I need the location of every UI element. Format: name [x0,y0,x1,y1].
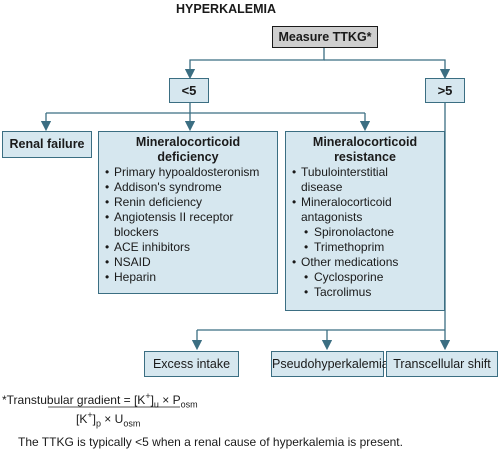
transcellular-shift-label: Transcellular shift [393,357,491,371]
list-subitem: Tacrolimus [290,285,440,300]
list-item-continuation: disease [301,180,343,194]
footnote-formula-numerator: *Transtubular gradient = [K+]u × Posm [2,391,198,409]
footnote-formula-denominator: [K+]p × Uosm [76,410,140,428]
list-subitem: Trimethoprim [290,240,440,255]
list-item-continuation: antagonists [301,210,363,224]
mineralocorticoid-resistance-box: Mineralocorticoid resistance Tubulointer… [285,131,445,311]
formula-times-u: × U [100,412,124,426]
list-item: Mineralocorticoid [290,195,440,210]
formula-u-sub: u [153,399,159,410]
formula-plus-2: + [87,410,93,420]
formula-bracket-open: [K [76,412,88,426]
formula-times-p: × P [158,393,181,407]
formula-close: ] [150,393,154,407]
list-item: Tubulointerstitial [290,165,440,180]
formula-plus: + [145,391,151,401]
measure-ttkg-box: Measure TTKG* [272,26,378,48]
list-item: Addison's syndrome [103,180,273,195]
formula-close-2: ] [92,412,96,426]
gt5-box: >5 [425,78,465,103]
resistance-heading-line2: resistance [334,150,396,164]
resistance-heading-line1: Mineralocorticoid [312,135,418,149]
lt5-label: <5 [181,83,197,98]
list-subitem: Spironolactone [290,225,440,240]
deficiency-heading-line2: deficiency [157,150,219,164]
excess-intake-label: Excess intake [152,357,231,371]
list-item-continuation: blockers [114,225,159,239]
page-title: HYPERKALEMIA [176,2,277,16]
list-item: NSAID [103,255,273,270]
footnote-statement: The TTKG is typically <5 when a renal ca… [18,435,403,449]
lt5-box: <5 [169,78,209,103]
pseudohyperkalemia-box: Pseudohyperkalemia [271,351,389,377]
deficiency-list: Primary hypoaldosteronism Addison's synd… [103,165,273,285]
formula-osm-sub-2: osm [123,418,141,429]
list-item: Other medications [290,255,440,270]
list-item: Renin deficiency [103,195,273,210]
deficiency-heading-line1: Mineralocorticoid [135,135,241,149]
resistance-list: Tubulointerstitial disease Mineralocorti… [290,165,440,300]
pseudohyperkalemia-label: Pseudohyperkalemia [272,357,389,371]
list-item: Heparin [103,270,273,285]
list-item: ACE inhibitors [103,240,273,255]
list-item: Primary hypoaldosteronism [103,165,273,180]
formula-prefix: *Transtubular gradient = [K [2,393,146,407]
formula-osm-sub: osm [180,399,198,410]
formula-p-sub: p [95,418,101,429]
transcellular-shift-box: Transcellular shift [386,351,498,377]
mineralocorticoid-deficiency-box: Mineralocorticoid deficiency Primary hyp… [98,131,278,294]
measure-ttkg-label: Measure TTKG* [278,30,372,44]
list-item: Angiotensis II receptor [103,210,273,225]
list-subitem: Cyclosporine [290,270,440,285]
renal-failure-box: Renal failure [2,131,92,158]
gt5-label: >5 [437,83,453,98]
excess-intake-box: Excess intake [144,351,239,377]
renal-failure-label: Renal failure [9,137,85,151]
